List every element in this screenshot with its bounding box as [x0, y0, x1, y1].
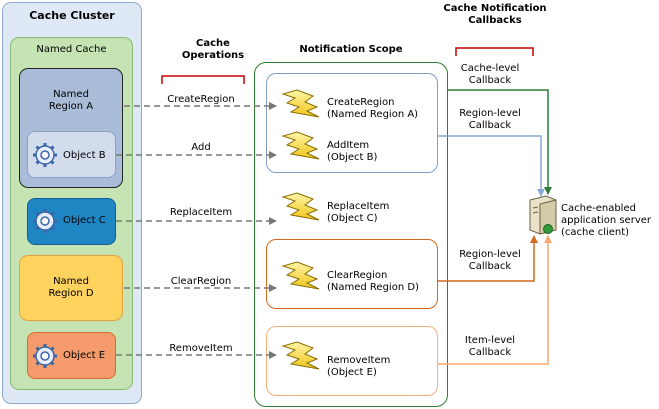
operations-bracket — [161, 75, 245, 84]
notification-scope-title: Notification Scope — [299, 44, 403, 55]
callbacks-header: Cache Notification Callbacks — [443, 3, 547, 26]
op-label-replaceitem: ReplaceItem — [169, 207, 233, 218]
callback-label-item-level: Item-level Callback — [464, 335, 516, 358]
lightning-icon — [282, 89, 320, 118]
region-a-notification-group — [266, 73, 438, 173]
named-region-d-label: Named Region D — [48, 276, 94, 299]
object-b-label: Object B — [63, 150, 106, 161]
lightning-icon — [282, 341, 320, 370]
server-icon — [529, 195, 557, 235]
object-e-label: Object E — [63, 350, 106, 361]
notification-removeitem: RemoveItem (Object E) — [327, 355, 391, 378]
callback-arrow-region-level-1 — [438, 135, 545, 197]
notification-replaceitem: ReplaceItem (Object C) — [327, 201, 390, 224]
callback-arrow-item-level — [438, 235, 552, 365]
notification-additem: AddItem (Object B) — [327, 140, 378, 163]
object-b — [27, 131, 116, 178]
callback-label-region-level-1: Region-level Callback — [459, 108, 521, 131]
op-label-clearregion: ClearRegion — [170, 276, 232, 287]
callback-arrow-region-level-2 — [438, 235, 538, 282]
notification-scope — [254, 62, 448, 407]
region-d-notification-group — [266, 239, 438, 309]
gear-icon — [31, 207, 59, 235]
named-cache-title: Named Cache — [36, 44, 107, 55]
callback-label-cache-level: Cache-level Callback — [460, 63, 520, 86]
gear-icon — [31, 141, 59, 169]
lightning-icon — [282, 261, 320, 290]
cache-client-label: Cache-enabled application server (cache … — [561, 203, 651, 238]
object-c-label: Object C — [63, 215, 106, 226]
callbacks-bracket — [455, 47, 534, 56]
cache-operations-header: Cache Operations — [181, 38, 245, 61]
callback-arrow-cache-level — [448, 89, 552, 195]
lightning-icon — [282, 192, 320, 221]
callback-label-region-level-2: Region-level Callback — [459, 249, 521, 272]
op-label-add: Add — [191, 142, 211, 153]
op-label-createregion: CreateRegion — [167, 94, 235, 105]
cache-cluster-title: Cache Cluster — [29, 9, 115, 22]
lightning-icon — [282, 131, 320, 160]
notification-createregion: CreateRegion (Named Region A) — [327, 97, 419, 120]
item-e-notification-group — [266, 326, 438, 396]
gear-icon — [31, 342, 59, 370]
named-region-a-label: Named Region A — [48, 89, 94, 112]
notification-clearregion: ClearRegion (Named Region D) — [327, 270, 419, 293]
named-region-d — [19, 255, 123, 321]
op-label-removeitem: RemoveItem — [169, 343, 233, 354]
